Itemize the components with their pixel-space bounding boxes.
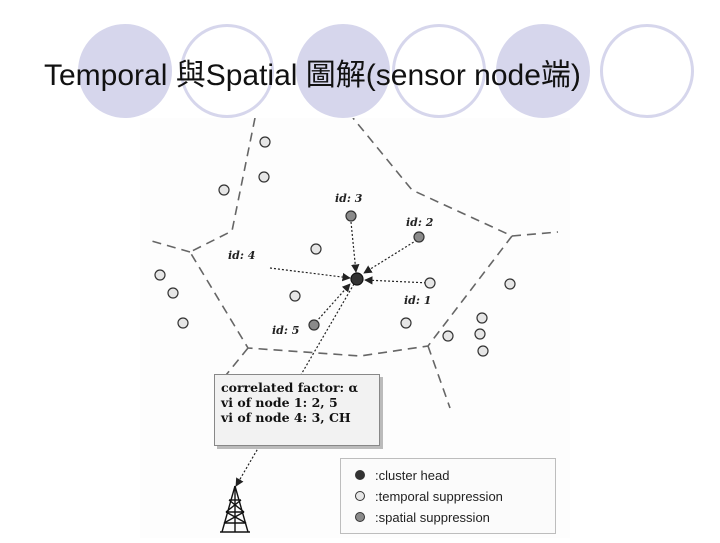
temporal-node [477, 345, 489, 357]
temporal-node [504, 278, 516, 290]
legend-row-spatial: :spatial suppression [355, 508, 490, 526]
spatial-node-id2 [413, 231, 425, 243]
arrow-from-id5 [315, 283, 351, 323]
boundary-left [147, 239, 191, 253]
temporal-node [310, 243, 322, 255]
temporal-node [177, 317, 189, 329]
arrow-from-id2 [363, 239, 418, 274]
legend: :cluster head :temporal suppression :spa… [340, 458, 556, 534]
decor-ring-2 [392, 24, 486, 118]
temporal-node [442, 330, 454, 342]
spatial-node-id3 [345, 210, 357, 222]
label-id2: id: 2 [406, 216, 434, 229]
legend-cluster-head-label: :cluster head [375, 467, 450, 483]
cluster-head-swatch [355, 470, 365, 480]
temporal-node [218, 184, 230, 196]
cluster-boundaries [147, 117, 559, 409]
central-cluster-boundary [188, 117, 514, 357]
label-id3: id: 3 [335, 192, 363, 205]
cluster-head-node [350, 272, 364, 286]
boundary-right [511, 231, 559, 237]
decor-circle-3 [496, 24, 590, 118]
arrow-from-id3 [350, 221, 360, 273]
info-line-1: correlated factor: α [221, 380, 359, 395]
temporal-node [154, 269, 166, 281]
temporal-node [167, 287, 179, 299]
label-id1: id: 1 [404, 294, 431, 307]
report-arrows [235, 221, 431, 487]
label-id5: id: 5 [272, 324, 299, 337]
temporal-node [258, 171, 270, 183]
spatial-node-id5 [308, 319, 320, 331]
temporal-nodes [154, 136, 516, 357]
spatial-swatch [355, 512, 365, 522]
temporal-node [474, 328, 486, 340]
decor-ring-3 [600, 24, 694, 118]
decor-circle-1 [78, 24, 172, 118]
decor-circle-2 [296, 24, 390, 118]
arrow-from-id1 [364, 276, 431, 285]
spatial-nodes [308, 210, 425, 331]
legend-temporal-label: :temporal suppression [375, 488, 503, 504]
sink-tower-icon [220, 485, 250, 533]
temporal-node [424, 277, 436, 289]
temporal-node [289, 290, 301, 302]
info-line-2: vi of node 1: 2, 5 [221, 395, 338, 410]
boundary-bottom-right [427, 345, 451, 409]
temporal-node [259, 136, 271, 148]
legend-row-temporal: :temporal suppression [355, 487, 503, 505]
decor-ring-1 [180, 24, 274, 118]
temporal-swatch [355, 491, 365, 501]
legend-spatial-label: :spatial suppression [375, 509, 490, 525]
legend-row-cluster-head: :cluster head [355, 466, 449, 484]
correlation-info-box: correlated factor: α vi of node 1: 2, 5 … [214, 374, 380, 446]
temporal-node [400, 317, 412, 329]
arrow-from-id4 [269, 267, 351, 282]
temporal-node [476, 312, 488, 324]
info-line-3: vi of node 4: 3, CH [221, 410, 351, 425]
page-title: Temporal 與Spatial 圖解(sensor node端) [44, 59, 581, 92]
label-id4: id: 4 [228, 249, 255, 262]
